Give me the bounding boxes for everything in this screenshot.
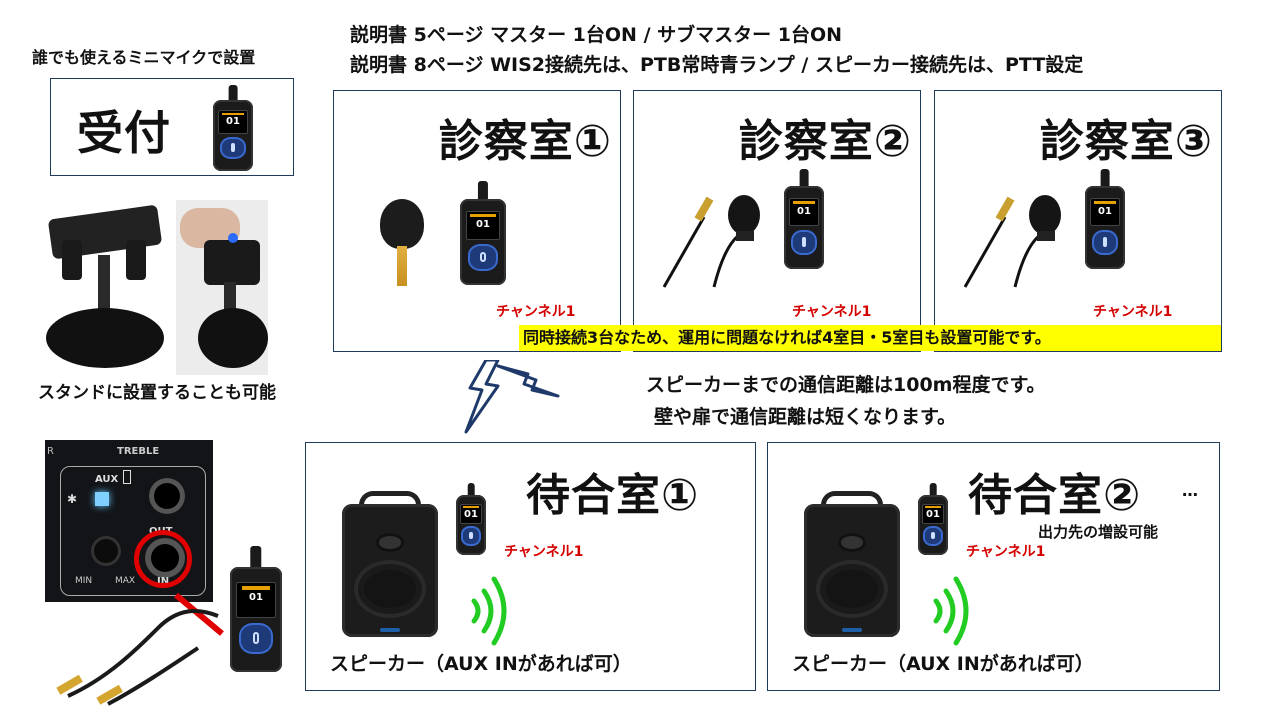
transmitter-device: 01 bbox=[213, 85, 253, 171]
range-line-1: スピーカーまでの通信距離は100m程度です。 bbox=[646, 370, 1046, 397]
expansion-note: 出力先の増設可能 bbox=[1038, 521, 1158, 542]
treble-label: TREBLE bbox=[117, 446, 159, 457]
transmitter-device: 01 bbox=[784, 169, 824, 269]
stand-caption: スタンドに設置することも可能 bbox=[38, 378, 276, 403]
exam-room-3: 診察室③ 01 チャンネル1 bbox=[934, 90, 1222, 352]
capacity-notice: 同時接続3台なため、運用に問題なければ4室目・5室目も設置可能です。 bbox=[519, 325, 1221, 351]
exam-room-1: 診察室① 01 チャンネル1 bbox=[333, 90, 621, 352]
channel-label: チャンネル1 bbox=[496, 301, 575, 321]
speaker-device bbox=[342, 491, 438, 637]
mini-microphone bbox=[380, 199, 424, 249]
speaker-device bbox=[804, 491, 900, 637]
aux-in-highlight bbox=[134, 530, 192, 588]
lavalier-microphone bbox=[945, 187, 1065, 297]
exam-room-title: 診察室① bbox=[439, 105, 612, 169]
title-ellipsis: … bbox=[1182, 481, 1198, 500]
exam-room-2: 診察室② 01 チャンネル1 bbox=[633, 90, 921, 352]
min-label: MIN bbox=[75, 576, 92, 586]
channel-label: チャンネル1 bbox=[1093, 301, 1172, 321]
channel-label: チャンネル1 bbox=[792, 301, 871, 321]
transmitter-device: 01 bbox=[918, 483, 948, 555]
transmitter-device: 01 bbox=[1085, 169, 1125, 269]
waiting-room-2: 待合室② … 出力先の増設可能 01 チャンネル1 スピーカー（AUX INがあ… bbox=[767, 442, 1220, 691]
audio-cable bbox=[48, 608, 228, 708]
receiver-device: 01 bbox=[230, 546, 282, 672]
channel-label: チャンネル1 bbox=[504, 541, 583, 561]
manual-note-1: 説明書 5ページ マスター 1台ON / サブマスター 1台ON bbox=[350, 20, 842, 47]
exam-room-title: 診察室③ bbox=[1040, 105, 1213, 169]
wireless-signal-icon bbox=[458, 360, 568, 435]
range-line-2: 壁や扉で通信距離は短くなります。 bbox=[654, 402, 956, 429]
stand-photo-2 bbox=[176, 200, 268, 375]
waiting-room-1: 待合室① 01 チャンネル1 スピーカー（AUX INがあれば可） bbox=[305, 442, 756, 691]
speaker-label: スピーカー（AUX INがあれば可） bbox=[792, 649, 1094, 676]
manual-note-2: 説明書 8ページ WIS2接続先は、PTB常時青ランプ / スピーカー接続先は、… bbox=[350, 50, 1083, 77]
reception-caption: 誰でも使えるミニマイクで設置 bbox=[32, 44, 255, 68]
aux-label: AUX bbox=[95, 474, 118, 485]
reception-box: 受付 01 bbox=[50, 78, 294, 176]
speaker-label: スピーカー（AUX INがあれば可） bbox=[330, 649, 632, 676]
transmitter-device: 01 bbox=[456, 483, 486, 555]
exam-room-title: 診察室② bbox=[739, 105, 912, 169]
sound-wave-icon bbox=[928, 575, 978, 647]
transmitter-device: 01 bbox=[460, 181, 506, 285]
stand-photo-1 bbox=[40, 200, 170, 375]
sound-wave-icon bbox=[466, 575, 516, 647]
panel-edge-letter: R bbox=[47, 446, 54, 457]
waiting-room-title: 待合室② bbox=[968, 459, 1141, 523]
bluetooth-icon: ✱ bbox=[67, 492, 77, 506]
reception-title: 受付 bbox=[77, 97, 171, 163]
lavalier-microphone bbox=[644, 187, 764, 297]
mixer-panel: R TREBLE AUX ✱ OUT MIN MAX IN bbox=[45, 440, 213, 602]
channel-label: チャンネル1 bbox=[966, 541, 1045, 561]
waiting-room-title: 待合室① bbox=[526, 459, 699, 523]
max-label: MAX bbox=[115, 576, 135, 586]
